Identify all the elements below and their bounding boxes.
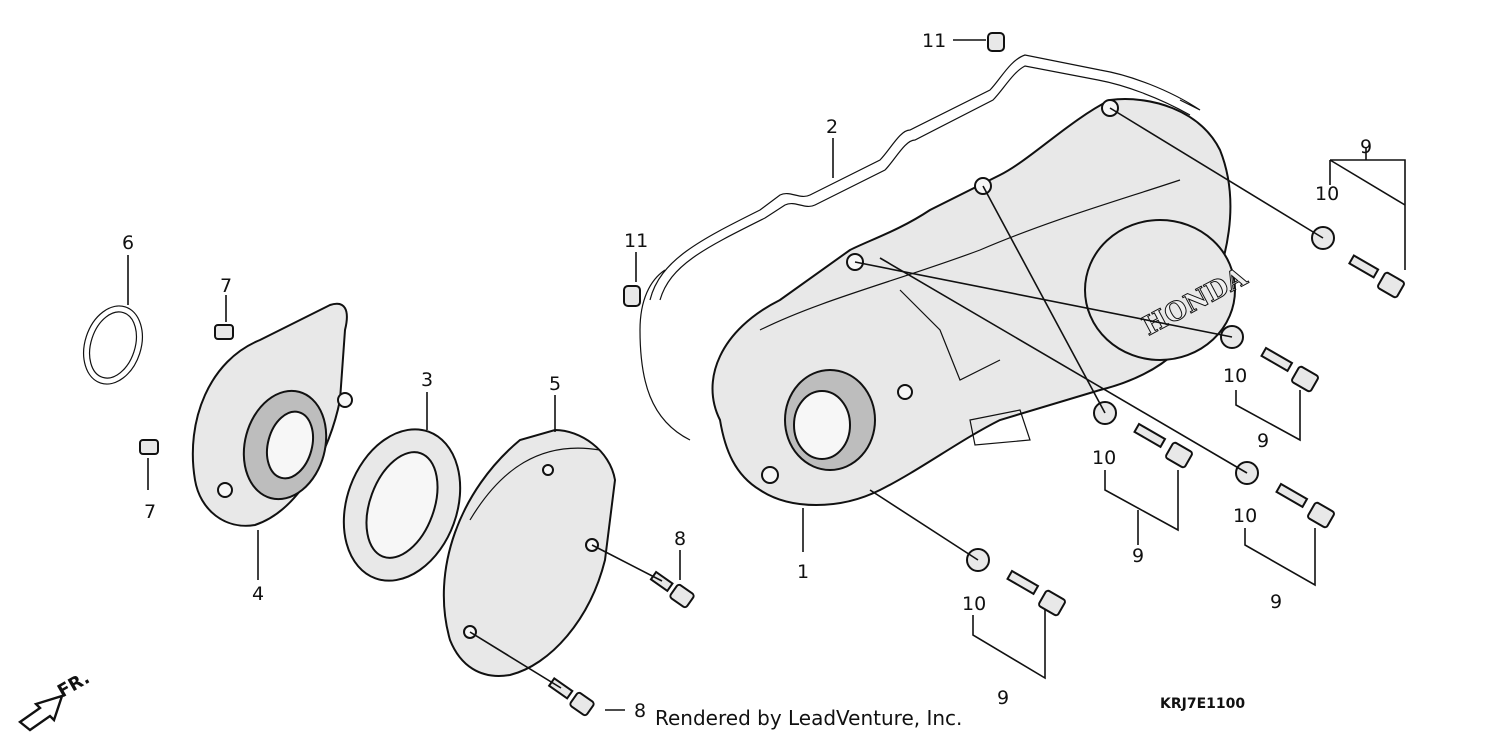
crankcase-cover-part-1[interactable]: HONDA [711, 98, 1253, 506]
diagram-code: KRJ7E1100 [1160, 696, 1246, 712]
bolt-group-top-right[interactable] [1311, 226, 1405, 299]
bolt-group-lower-right[interactable] [1235, 461, 1335, 529]
callout-10-top-right: 10 [1315, 183, 1339, 205]
callout-8-upper: 8 [674, 528, 686, 550]
front-direction-arrow-icon: FR. [17, 667, 93, 732]
bolt-group-mid-right[interactable] [1220, 325, 1319, 393]
o-ring-part-6[interactable] [74, 298, 152, 391]
callout-9-lower-right: 9 [1270, 591, 1282, 613]
callout-10-bottom: 10 [962, 593, 986, 615]
dowel-part-7-upper[interactable] [214, 324, 234, 340]
cover-part-5[interactable] [442, 428, 617, 677]
callout-9-mid: 9 [1132, 545, 1144, 567]
dowel-part-11-left[interactable] [623, 285, 641, 307]
bolt-part-8-upper[interactable] [649, 570, 695, 609]
callout-7-lower: 7 [144, 501, 156, 523]
callout-1: 1 [797, 561, 809, 583]
callout-10-mid: 10 [1092, 447, 1116, 469]
callout-11-top: 11 [922, 30, 946, 52]
callout-4: 4 [252, 583, 264, 605]
callout-9-bottom: 9 [997, 687, 1009, 709]
oil-seal-part-3[interactable] [324, 413, 481, 597]
dowel-part-11-top[interactable] [987, 32, 1005, 52]
callout-7-upper: 7 [220, 275, 232, 297]
callout-10-mid-right: 10 [1223, 365, 1247, 387]
callout-10-lower-right: 10 [1233, 505, 1257, 527]
callout-6: 6 [122, 232, 134, 254]
credit-text: Rendered by LeadVenture, Inc. [655, 706, 963, 730]
callout-9-mid-right: 9 [1257, 430, 1269, 452]
callout-2: 2 [826, 116, 838, 138]
callout-9-top-right: 9 [1360, 136, 1372, 158]
gasket-part-2[interactable] [639, 54, 1201, 441]
leader-lines [127, 39, 1406, 711]
callout-11-left: 11 [624, 230, 648, 252]
air-guide-part-4[interactable] [191, 302, 353, 527]
callout-8-lower: 8 [634, 700, 646, 722]
callout-5: 5 [549, 373, 561, 395]
callout-3: 3 [421, 369, 433, 391]
dowel-part-7-lower[interactable] [139, 439, 159, 455]
